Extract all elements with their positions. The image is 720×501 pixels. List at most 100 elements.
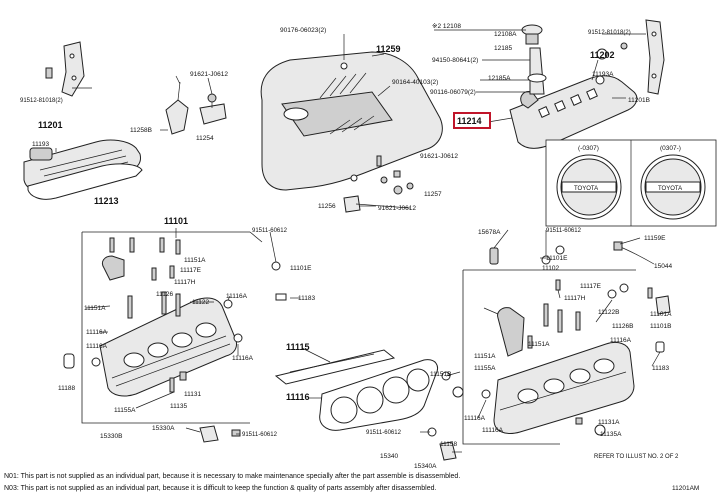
label-11159e: 11159E: [644, 235, 666, 242]
figure-code: 11201AM: [672, 485, 699, 492]
label-11183-a: 11183: [298, 295, 315, 302]
label-11122b: 11122B: [598, 309, 619, 316]
inset-cap-text-right: TOYOTA: [658, 186, 682, 192]
bracket-91512-left: [61, 41, 85, 97]
label-91511-a: 91511-60612: [252, 228, 288, 234]
label-11116a-g: 11116A: [482, 427, 504, 434]
label-11102: 11102: [542, 265, 559, 272]
label-12108-note: ※2 12108: [432, 23, 461, 30]
label-91621-a: 91621-J0612: [190, 71, 228, 78]
oil-cap-inset: [545, 139, 717, 227]
footnote-n03: N03: This part is not supplied as an ind…: [4, 485, 436, 492]
label-11116a-c: 11116A: [86, 343, 108, 350]
label-11213: 11213: [94, 196, 119, 206]
grommet-11257: [380, 176, 414, 195]
cylinder-head-lh-frame: [81, 231, 263, 424]
label-11214-highlighted: 11214: [457, 116, 482, 126]
label-90116: 90116-06079(2): [430, 89, 476, 96]
label-11116a-a: 11116A: [226, 293, 248, 300]
label-11101: 11101: [164, 216, 188, 226]
label-11135a: 11135A: [600, 431, 622, 438]
leader-lines: [55, 29, 661, 453]
engine-cover-11259: [260, 51, 443, 191]
head-gasket-11116: [319, 359, 438, 431]
label-11101e-b: 11101E: [546, 255, 568, 262]
oil-filler-cap-12108: [521, 24, 543, 45]
label-91512-top: 91512-81018(2): [588, 30, 631, 36]
label-91511-b: 91511-60612: [242, 432, 278, 438]
label-11155a: 11155A: [114, 407, 136, 414]
label-12108a: 12108A: [494, 31, 517, 38]
inset-caption-left: (-0307): [578, 145, 599, 152]
label-11202: 11202: [590, 50, 615, 60]
label-91621-b: 91621-J0612: [420, 153, 458, 160]
label-15044: 15044: [654, 263, 672, 270]
bolts-center: [376, 155, 401, 178]
label-15340a: 15340A: [414, 463, 437, 470]
oil-control-valve-15330: [199, 425, 241, 443]
label-11117e: 11117E: [180, 267, 202, 274]
label-11101a: 11101A: [650, 311, 672, 318]
head-gasket-11115: [274, 349, 396, 385]
label-11116a-b: 11116A: [86, 329, 108, 336]
label-11151a-c: 11151A: [528, 341, 550, 348]
bolt-91512-left: [45, 67, 53, 79]
label-11254: 11254: [196, 135, 214, 142]
label-15330b: 15330B: [100, 433, 122, 440]
chain-cover-rh: [497, 307, 525, 357]
oil-control-valve-15340: [439, 441, 457, 461]
footnote-n01: N01: This part is not supplied as an ind…: [4, 473, 460, 480]
label-15340: 15340: [380, 453, 398, 460]
label-11116a-e: 11116A: [610, 337, 632, 344]
label-11101b: 11101B: [650, 323, 671, 330]
label-11201b: 11201B: [628, 97, 650, 104]
label-15678a: 15678A: [478, 229, 501, 236]
bracket-11101a: [647, 287, 671, 315]
label-12185: 12185: [494, 45, 512, 52]
label-91511-d: 91511-60612: [366, 430, 402, 436]
bolts-rh-top: [541, 245, 629, 299]
label-11259: 11259: [376, 44, 401, 54]
label-91512-left: 91512-81018(2): [20, 98, 63, 104]
label-90164: 90164-40103(2): [392, 79, 438, 86]
label-11151a-a: 11151A: [184, 257, 206, 264]
studs-rh: [527, 303, 581, 349]
cylinder-head-rh: [493, 341, 635, 434]
label-11117h-b: 11117H: [564, 295, 586, 302]
label-15330a: 15330A: [152, 425, 175, 432]
footer-notes: N01: This part is not supplied as an ind…: [4, 473, 699, 492]
label-11116: 11116: [286, 392, 310, 402]
head-cover-rh-11202: [509, 75, 638, 149]
bracket-11256: [343, 195, 361, 213]
label-11116a-f: 11116A: [464, 415, 486, 422]
plug-11188: [63, 353, 75, 369]
head-cover-gasket-lh-11213: [27, 163, 143, 200]
harness-clamp-11258b: [165, 81, 189, 135]
cylinder-head-lh-11101: [99, 297, 237, 397]
label-11193a: 11193A: [592, 71, 614, 78]
label-11158: 11158: [440, 441, 457, 448]
plug-11183-right: [655, 341, 665, 353]
bracket-11254: [199, 93, 227, 125]
label-11135: 11135: [170, 403, 187, 410]
label-11257: 11257: [424, 191, 442, 198]
label-11193: 11193: [32, 141, 49, 148]
guide-11131-left: [169, 371, 187, 393]
label-11101e: 11101E: [290, 265, 312, 272]
label-11183-b: 11183: [652, 365, 669, 372]
label-11116a-d: 11116A: [232, 355, 254, 362]
inset-cap-text-left: TOYOTA: [574, 186, 598, 192]
label-11188: 11188: [58, 385, 75, 392]
label-11151b: 11151B: [430, 371, 451, 378]
label-11131a: 11131A: [598, 419, 620, 426]
label-94150: 94150-80641(2): [432, 57, 478, 64]
inset-caption-right: (0307-): [660, 145, 681, 152]
hose-15044: [613, 241, 655, 265]
cylinder-head-rh-frame: [462, 269, 636, 445]
label-11117e-b: 11117E: [580, 283, 602, 290]
label-11131: 11131: [184, 391, 201, 398]
plugs-11116a-left: [91, 261, 287, 367]
label-11201: 11201: [38, 120, 63, 130]
